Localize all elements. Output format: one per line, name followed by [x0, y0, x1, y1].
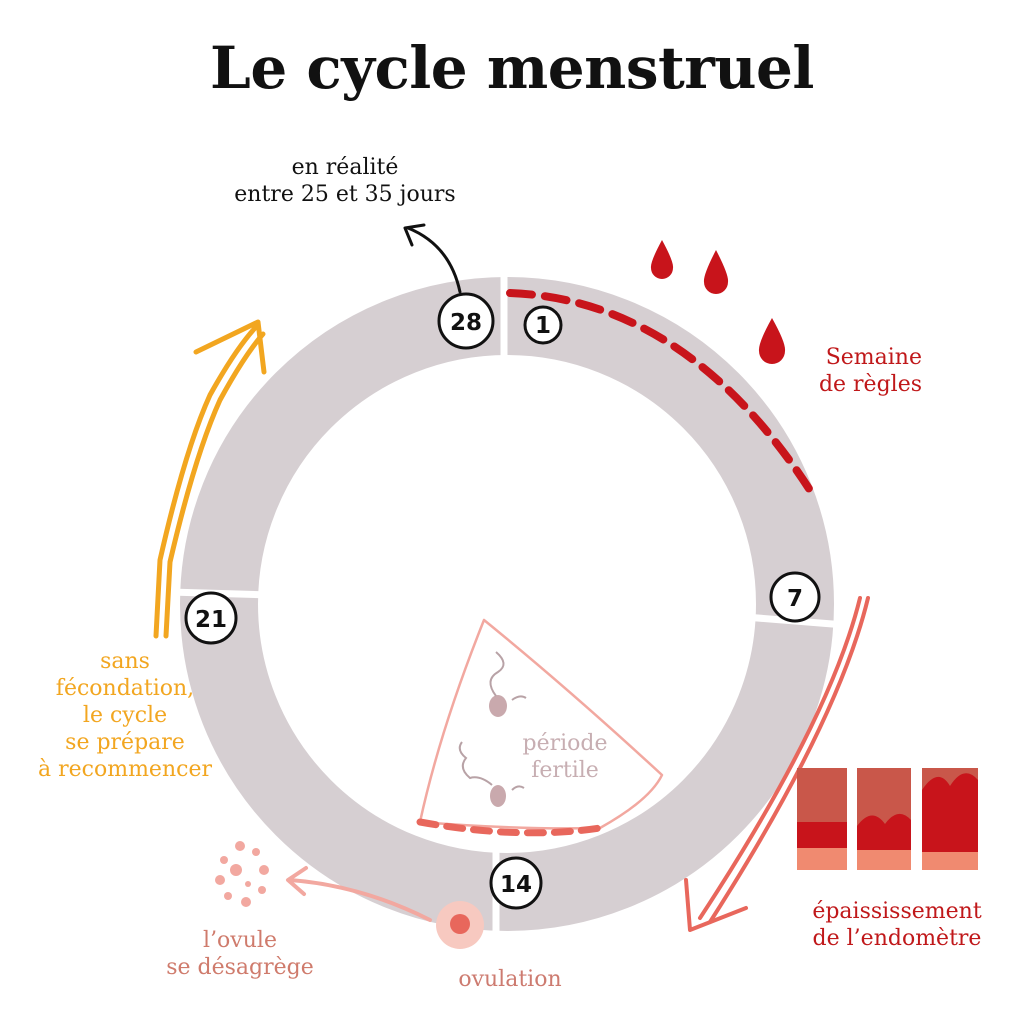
- endometrium-label-line: de l’endomètre: [812, 926, 982, 951]
- fertile-label-line: fertile: [531, 758, 599, 783]
- day-marker-21: 21: [184, 591, 238, 645]
- menses-dashed-arc: [506, 289, 819, 502]
- blood-drops: [650, 240, 786, 364]
- fertile-label-line: période: [522, 731, 608, 756]
- menses-label-line: Semaine: [825, 345, 922, 370]
- disintegrating-ovum-icon: [215, 841, 269, 907]
- blood-drop-icon: [650, 240, 674, 279]
- duration-note-line: en réalité: [291, 155, 399, 180]
- endometrium-block-thin: [797, 768, 847, 870]
- ovum-label-line: l’ovule: [203, 928, 277, 953]
- duration-note-line: entre 25 et 35 jours: [234, 182, 456, 207]
- day-marker-14: 14: [489, 856, 543, 910]
- endometrium-arrow: [684, 596, 870, 932]
- menses-label-line: de règles: [818, 372, 922, 397]
- cycle-ring: [180, 277, 834, 931]
- day-marker-28: 28: [437, 292, 495, 350]
- duration-arrow: [403, 223, 462, 294]
- day-marker-1: 1: [523, 305, 563, 345]
- page-title: Le cycle menstruel: [210, 34, 814, 102]
- ovum-arrow: [286, 866, 432, 922]
- restart-label-line: à recommencer: [38, 757, 212, 782]
- sperm-icon: [489, 651, 527, 717]
- restart-label: sans fécondation, le cycle se prépare à …: [10, 648, 240, 783]
- day-label: 21: [195, 607, 227, 633]
- endometrium-blocks: [797, 768, 978, 870]
- day-label: 7: [787, 586, 803, 612]
- endometrium-label: épaississement de l’endomètre: [790, 898, 1004, 952]
- ovum-label-line: se désagrège: [166, 955, 314, 980]
- blood-drop-icon: [703, 250, 729, 294]
- day-label: 14: [500, 872, 532, 898]
- endometrium-label-line: épaississement: [812, 899, 982, 924]
- ring-week-separators: [169, 262, 846, 944]
- menses-label: Semaine de règles: [780, 344, 922, 398]
- fertile-period-label: période fertile: [500, 730, 630, 784]
- day-marker-7: 7: [769, 571, 821, 623]
- ovulation-egg-icon: [436, 901, 484, 949]
- endometrium-block-thick: [922, 768, 978, 870]
- day-label: 28: [450, 310, 482, 336]
- endometrium-block-medium: [857, 768, 911, 870]
- ovulation-label: ovulation: [458, 967, 562, 992]
- restart-label-line: se prépare: [65, 730, 185, 755]
- sperm-icon: [458, 741, 525, 807]
- duration-note: en réalité entre 25 et 35 jours: [200, 154, 490, 208]
- fertile-period-wedge: [416, 618, 664, 837]
- restart-label-line: le cycle: [82, 703, 168, 728]
- ovum-label: l’ovule se désagrège: [150, 927, 330, 981]
- blood-drop-icon: [758, 318, 786, 364]
- day-label: 1: [535, 313, 551, 339]
- restart-label-line: fécondation,: [55, 676, 195, 701]
- restart-arrow: [153, 319, 267, 639]
- restart-label-line: sans: [100, 649, 150, 674]
